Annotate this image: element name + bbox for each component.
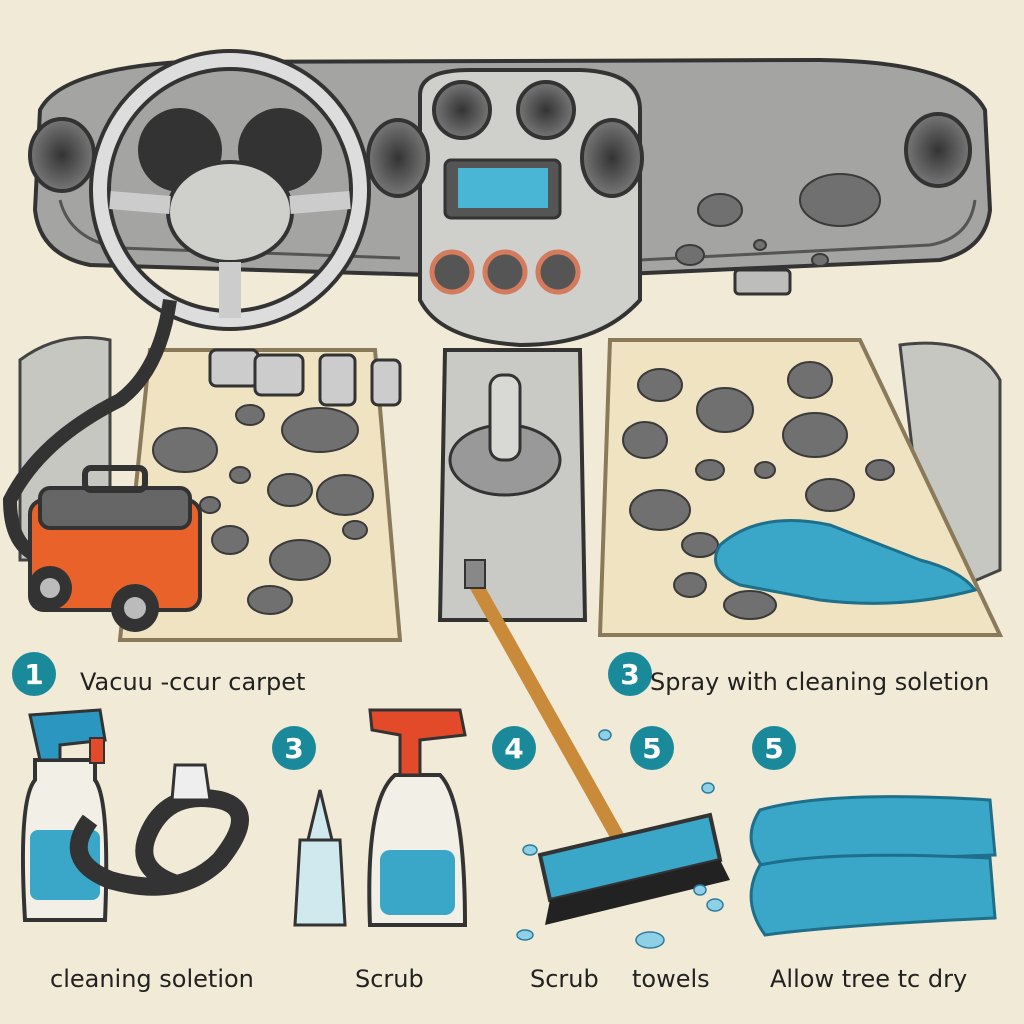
far-vent-left xyxy=(28,117,96,193)
far-vent-right xyxy=(904,112,972,188)
towel-icon xyxy=(749,795,997,937)
hose-icon xyxy=(69,763,249,896)
scrub-brush-icon xyxy=(464,559,730,925)
center-vent-right xyxy=(516,80,576,140)
dropper-bottle-icon xyxy=(293,789,347,927)
steering-wheel xyxy=(89,49,371,331)
step-badge-2: 3 xyxy=(608,652,652,696)
floor-mat-right xyxy=(597,338,1004,637)
caption-allow-dry: Allow tree tc dry xyxy=(770,965,968,993)
radio-screen xyxy=(458,168,548,208)
caption-cleaning-solution: cleaning soletion xyxy=(50,965,254,993)
knob-center xyxy=(482,249,528,295)
step-badge-3: 3 xyxy=(272,726,316,770)
side-vent-right xyxy=(580,118,644,198)
step-badge-4: 4 xyxy=(492,726,536,770)
caption-scrub-1: Scrub xyxy=(355,965,424,993)
step-label-1: Vacuu -ccur carpet xyxy=(80,668,306,696)
knob-left xyxy=(429,249,475,295)
knob-right xyxy=(535,249,581,295)
gear-shifter xyxy=(437,348,588,622)
water-drops xyxy=(516,729,724,949)
vacuum-icon xyxy=(2,298,202,632)
step-badge-5: 5 xyxy=(630,726,674,770)
caption-towels: towels xyxy=(632,965,710,993)
center-vent-left xyxy=(432,80,492,140)
side-vent-left xyxy=(366,118,430,198)
dashboard-dirt xyxy=(675,173,881,267)
spray-bottle-icon xyxy=(20,708,109,922)
step-badge-6: 5 xyxy=(752,726,796,770)
step-label-2: Spray with cleaning soletion xyxy=(650,668,990,696)
caption-scrub-2: Scrub xyxy=(530,965,599,993)
spray-bottle-large-icon xyxy=(367,708,468,927)
cleaning-rag xyxy=(714,519,978,605)
step-badge-1: 1 xyxy=(12,652,56,696)
